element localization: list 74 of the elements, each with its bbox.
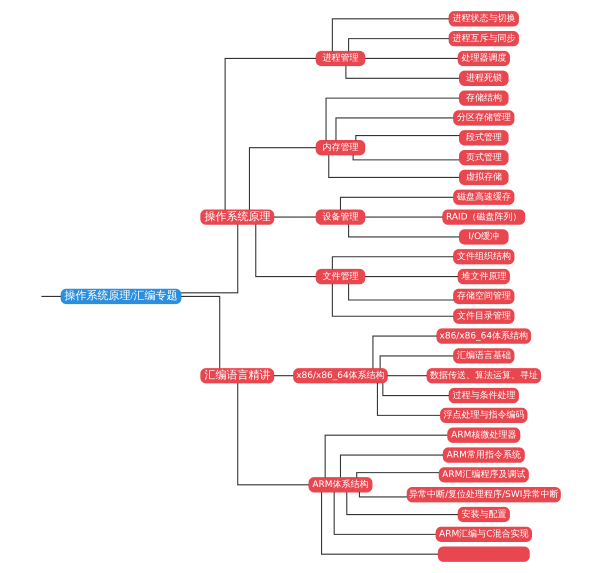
node-box: 进程互斥与同步 — [448, 30, 518, 46]
connector — [334, 117, 454, 140]
connector — [348, 38, 448, 52]
node-box: 文件管理 — [315, 268, 365, 284]
node-box: ARM体系结构 — [308, 477, 372, 492]
connector — [372, 336, 436, 368]
node-box: 异常中断/复位处理程序/SWI异常中断 — [406, 487, 560, 502]
connector — [344, 66, 459, 79]
node-box: 虚拟存储 — [458, 170, 508, 186]
connector — [236, 383, 308, 486]
node-box: 页式管理 — [458, 150, 508, 166]
connector — [376, 383, 440, 416]
node-box: 进程状态与切换 — [448, 11, 518, 26]
connector — [379, 355, 454, 368]
node-box: 设备管理 — [315, 209, 365, 225]
connector — [386, 375, 426, 376]
node-box: 文件组织结构 — [452, 249, 514, 264]
connector — [254, 224, 316, 278]
node-box: x86/x86_64体系结构 — [436, 328, 531, 344]
connector — [273, 216, 316, 218]
connector — [364, 276, 458, 278]
connector — [348, 284, 453, 301]
node-box: 磁盘高速缓存 — [452, 190, 514, 205]
connector — [324, 434, 447, 478]
connector — [346, 492, 458, 516]
connector — [331, 18, 449, 52]
node-box: 浮点处理与指令编码 — [440, 408, 527, 424]
node-box: 存储空间管理 — [452, 288, 514, 304]
connector — [356, 472, 438, 478]
connector — [180, 296, 220, 368]
node-box: I/O缓冲 — [458, 229, 508, 245]
node-box: 文件目录管理 — [452, 308, 514, 324]
node-box: 过程与条件处理 — [448, 388, 518, 404]
connector — [331, 256, 453, 270]
connector — [348, 224, 459, 238]
node-box: ARM汇编与C混合实现 — [435, 526, 532, 542]
connector — [320, 492, 438, 555]
connector — [358, 492, 407, 498]
node-box: 分区存储管理 — [452, 110, 514, 126]
connector — [224, 58, 316, 210]
node-box: 内存管理 — [315, 140, 365, 156]
connector — [352, 154, 459, 160]
connector — [180, 224, 238, 294]
node-box: ARM汇编程序及调试 — [438, 467, 528, 483]
connector — [273, 375, 293, 376]
connector — [40, 296, 60, 297]
node-box — [437, 546, 530, 562]
connector — [328, 155, 459, 178]
node-box: 进程死锁 — [458, 70, 508, 86]
node-box: x86/x86_64体系结构 — [292, 368, 388, 384]
node-box: 存储结构 — [458, 90, 508, 106]
connector — [339, 196, 453, 210]
node-box: RAID（磁盘阵列） — [442, 209, 525, 225]
connector — [354, 135, 459, 140]
node-box: 安装与配置 — [457, 506, 510, 522]
node-box: 汇编语言精讲 — [200, 368, 274, 384]
connector — [325, 98, 459, 140]
node-box: 汇编语言基础 — [452, 348, 514, 364]
connector — [382, 383, 449, 396]
connector — [339, 454, 443, 478]
connector — [364, 216, 442, 218]
connector — [331, 284, 453, 317]
connector — [248, 147, 316, 210]
connector — [333, 492, 436, 535]
node-box: 处理器调度 — [457, 50, 510, 66]
connector — [364, 58, 458, 60]
node-box: ARM常用指令系统 — [442, 447, 524, 463]
node-box: 操作系统原理 — [200, 209, 274, 225]
node-box: 堆文件原理 — [457, 268, 510, 284]
node-box: ARM核微处理器 — [446, 428, 520, 443]
node-box: 进程管理 — [315, 50, 365, 66]
node-box: 段式管理 — [458, 130, 508, 146]
node-box: 操作系统原理/汇编专题 — [60, 288, 181, 304]
node-box: 数据传送、算法运算、寻址 — [426, 368, 541, 384]
